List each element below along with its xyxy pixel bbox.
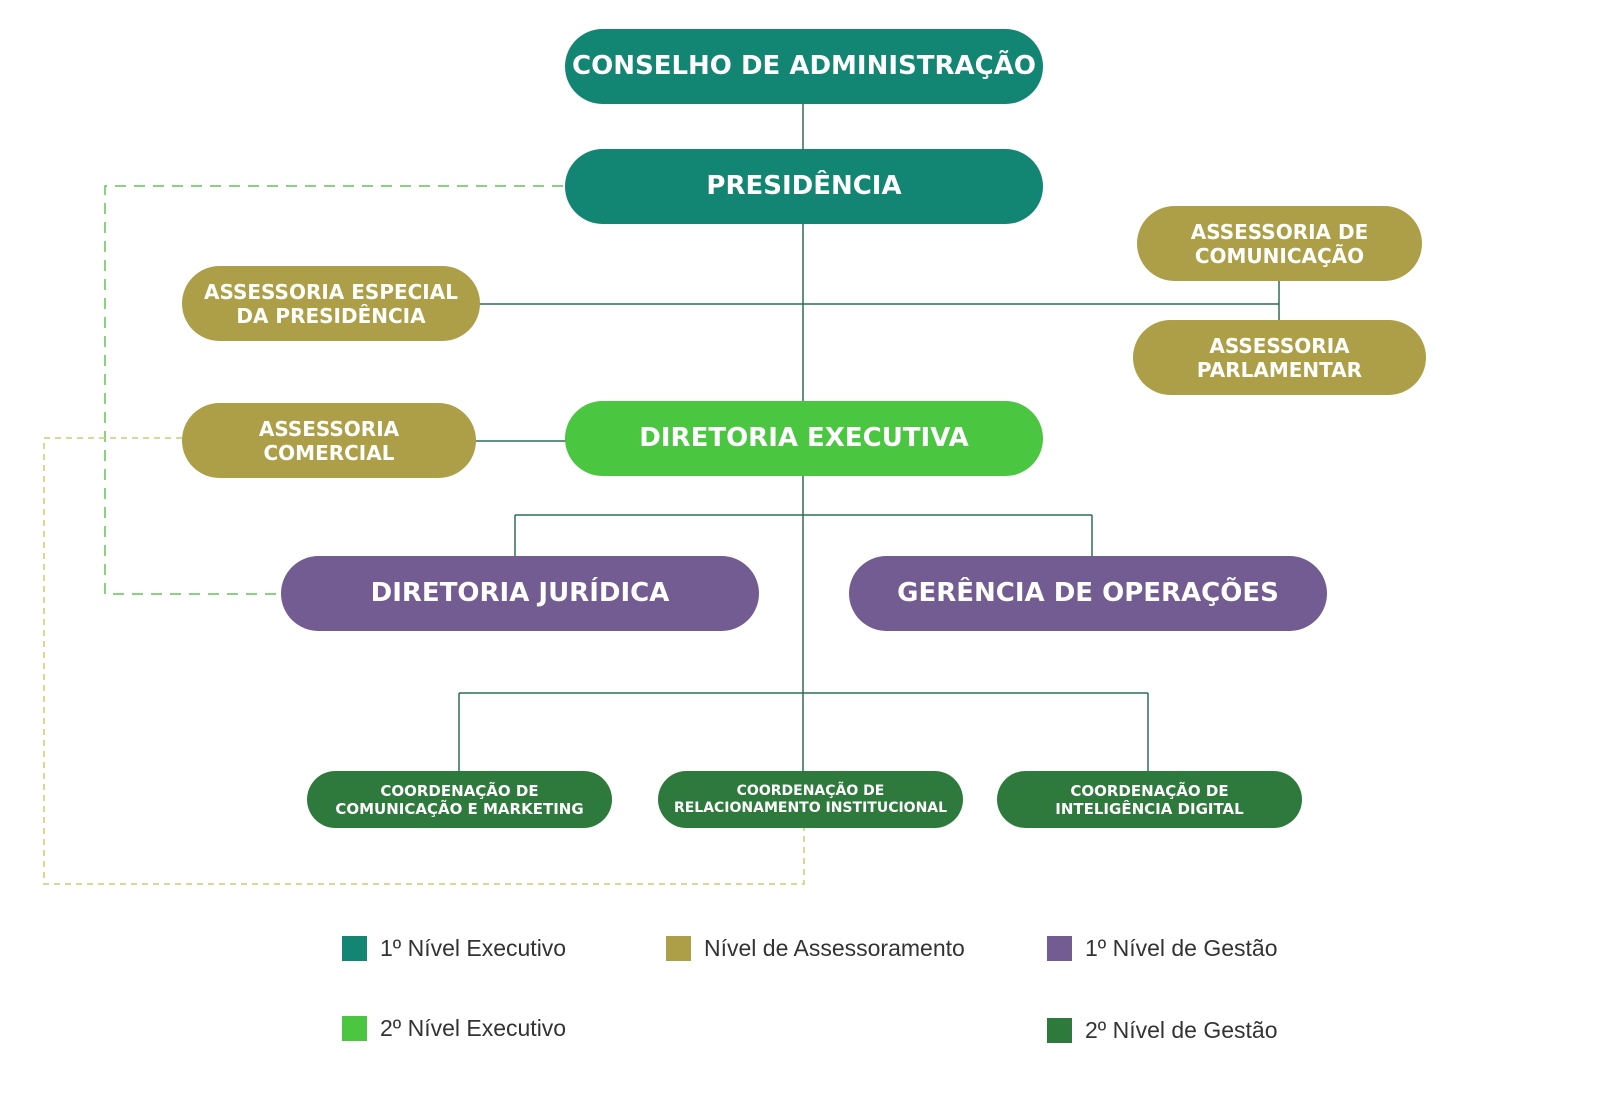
node-assessoria-comunicacao: ASSESSORIA DE COMUNICAÇÃO: [1137, 206, 1422, 281]
node-coord-relacionamento-institucional: COORDENAÇÃO DE RELACIONAMENTO INSTITUCIO…: [658, 771, 963, 828]
node-coord-comunicacao-marketing: COORDENAÇÃO DE COMUNICAÇÃO E MARKETING: [307, 771, 612, 828]
dashed-link-presidencia-juridica: [104, 185, 563, 595]
node-assessoria-parlamentar: ASSESSORIA PARLAMENTAR: [1133, 320, 1426, 395]
legend-swatch-exec2: [342, 1016, 367, 1041]
node-conselho-administracao: CONSELHO DE ADMINISTRAÇÃO: [565, 29, 1043, 104]
legend-swatch-exec1: [342, 936, 367, 961]
dashed-link-comercial-coord-relacionamento: [43, 437, 805, 885]
legend-label-exec1: 1º Nível Executivo: [380, 935, 567, 961]
legend-item-exec1: 1º Nível Executivo: [342, 935, 566, 962]
legend-item-gestao1: 1º Nível de Gestão: [1047, 935, 1278, 962]
node-gerencia-operacoes: GERÊNCIA DE OPERAÇÕES: [849, 556, 1327, 631]
legend-item-exec2: 2º Nível Executivo: [342, 1015, 566, 1042]
node-diretoria-executiva: DIRETORIA EXECUTIVA: [565, 401, 1043, 476]
legend-item-assessoramento: Nível de Assessoramento: [666, 935, 965, 962]
legend-label-gestao2: 2º Nível de Gestão: [1085, 1017, 1278, 1043]
legend-label-gestao1: 1º Nível de Gestão: [1085, 935, 1278, 961]
node-assessoria-comercial: ASSESSORIA COMERCIAL: [182, 403, 476, 478]
legend-swatch-gestao1: [1047, 936, 1072, 961]
node-coord-inteligencia-digital: COORDENAÇÃO DE INTELIGÊNCIA DIGITAL: [997, 771, 1302, 828]
node-presidencia: PRESIDÊNCIA: [565, 149, 1043, 224]
node-assessoria-especial-presidencia: ASSESSORIA ESPECIAL DA PRESIDÊNCIA: [182, 266, 480, 341]
legend-swatch-assessoramento: [666, 936, 691, 961]
legend-label-exec2: 2º Nível Executivo: [380, 1015, 567, 1041]
legend-swatch-gestao2: [1047, 1018, 1072, 1043]
node-diretoria-juridica: DIRETORIA JURÍDICA: [281, 556, 759, 631]
legend-label-assessoramento: Nível de Assessoramento: [704, 935, 965, 961]
legend-item-gestao2: 2º Nível de Gestão: [1047, 1017, 1278, 1044]
